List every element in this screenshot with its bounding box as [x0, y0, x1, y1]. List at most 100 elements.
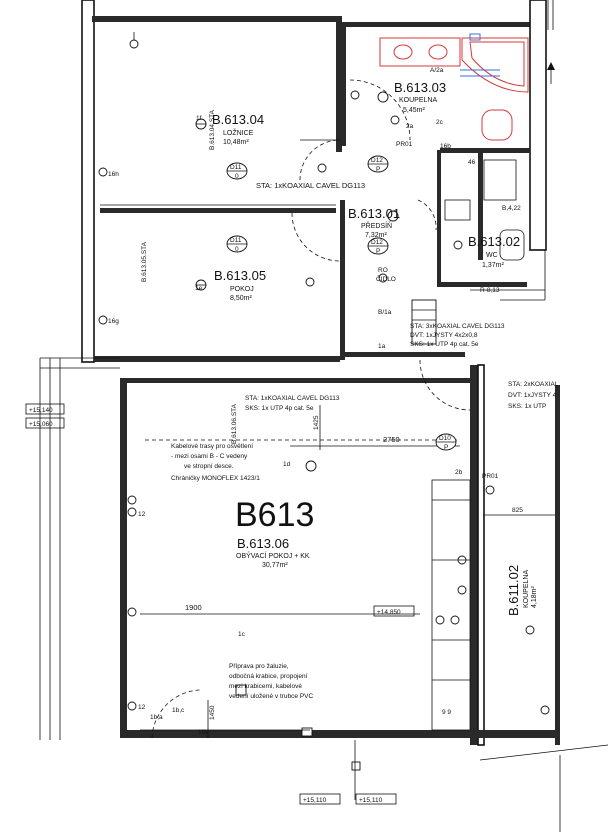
note-sta-right: STA: 2xKOAXIAL [508, 381, 559, 388]
tag-15e: 15e [198, 729, 209, 736]
note-cable-3: ve stropní desce. [184, 463, 234, 470]
room-name: POKOJ [230, 286, 254, 293]
switch-symbol [301, 727, 313, 737]
room-label-B.613.03: B.613.03 KOUPELNA 5,45m² [394, 80, 446, 114]
dim-1450: 1450 [209, 705, 216, 720]
room-code: B.613.01 [348, 206, 400, 221]
tag-pr01: PR01 [482, 473, 499, 480]
tag-12: 12 [138, 511, 146, 518]
tag-a2a: A/2a [430, 67, 444, 74]
room-code: B.613.02 [468, 234, 520, 249]
outlet-symbol [485, 485, 495, 495]
tag-1f: 1f [196, 115, 202, 122]
label-room-sta: B.613.04.STA [209, 109, 216, 150]
bath-fixtures [379, 33, 529, 261]
level-marker: +15,060 [25, 417, 65, 429]
outlet-symbol [390, 115, 400, 125]
electrical-symbols [98, 32, 555, 800]
note-sks-mid: SKS: 1x UTP 4p cat. 5e [410, 341, 479, 348]
room-area: 1,37m² [482, 262, 504, 269]
level-marker: +15,140 [25, 403, 65, 415]
svg-text:P: P [444, 444, 448, 451]
outlet-symbol [127, 495, 137, 505]
room-label-B.613.06: B613 B.613.06 OBÝVACÍ POKOJ + KK 30,77m² [235, 496, 314, 569]
svg-text:D10: D10 [439, 435, 451, 442]
note-dvt-right: DVT: 1xJYSTY 4 [508, 392, 557, 399]
svg-text:+15,140: +15,140 [29, 407, 53, 414]
svg-text:D11: D11 [230, 237, 242, 244]
room-name: WC [486, 252, 498, 259]
outlet-symbol [317, 163, 327, 173]
walls [39, 0, 608, 832]
note-sta-left: STA: 1xKOAXIAL CAVEL DG113 [245, 395, 340, 402]
room-area: 30,77m² [262, 562, 288, 569]
tag-2c: 2c [436, 119, 444, 126]
tag-2b: 2b [455, 469, 463, 476]
door-tag: D11 0 [226, 235, 248, 253]
note-blinds-1: Příprava pro žaluzie, [229, 663, 289, 670]
note-blinds-4: vedení uložené v trubce PVC [229, 693, 313, 700]
level-marker: +14,850 [373, 605, 415, 617]
switch-symbol [235, 684, 247, 696]
outlet-symbol [127, 607, 137, 617]
tag-1c: 1c [238, 631, 246, 638]
tag-2a: 2a [406, 123, 414, 130]
tag-1a: 1a [378, 343, 386, 350]
room-name: LOŽNICE [223, 128, 254, 137]
dim-825: 825 [512, 507, 523, 514]
tag-ro: RO [378, 267, 388, 274]
tag-sensor: ČIDLO [376, 274, 396, 283]
dim-1900: 1900 [185, 603, 202, 612]
outlet-symbol [450, 615, 460, 625]
room-code: B.613.05 [214, 268, 266, 283]
light-symbol [377, 91, 389, 103]
svg-text:+14,850: +14,850 [377, 609, 401, 616]
door-tag: D12 P [367, 155, 389, 173]
tag-16g: 16g [108, 318, 119, 325]
label-room-sta: B.613.05.STA [141, 241, 148, 282]
outlet-symbol [540, 705, 550, 715]
room-area: 5,45m² [403, 107, 425, 114]
room-name: OBÝVACÍ POKOJ + KK [236, 551, 310, 560]
room-code: B.611.02 [506, 565, 521, 616]
room-code: B.613.03 [394, 80, 446, 95]
apartment-code: B613 [235, 496, 314, 534]
doors [151, 79, 471, 739]
room-area: 7,32m² [365, 232, 387, 239]
dim-1425: 1425 [313, 415, 320, 430]
room-label-B.613.01: B.613.01 PŘEDSÍŇ 7,32m² [348, 206, 400, 239]
notes: STA: 1xKOAXIAL CAVEL DG113 STA: 3xKOAXIA… [141, 109, 559, 700]
outlet-symbol [453, 240, 463, 250]
tag-1d: 1d [283, 461, 291, 468]
note-sta-top: STA: 1xKOAXIAL CAVEL DG113 [256, 181, 365, 190]
svg-text:0: 0 [235, 173, 239, 180]
outlet-symbol [457, 585, 467, 595]
outlet-symbol [98, 167, 108, 177]
tag-12: 12 [138, 704, 146, 711]
tag-r813: R-8,13 [480, 287, 500, 294]
outlet-symbol [129, 32, 139, 49]
room-name: KOUPELNA [399, 97, 437, 104]
outlet-symbol [127, 701, 137, 711]
distribution-box [411, 299, 437, 345]
outlet-symbol [98, 315, 108, 325]
outlet-symbol [305, 277, 315, 287]
outlet-symbol [378, 273, 388, 283]
note-sks-right: SKS: 1x UTP [508, 403, 546, 410]
room-code: B.613.04 [212, 112, 264, 127]
kitchen-counter [431, 479, 471, 731]
note-dvt-mid: DVT: 1xJYSTY 4x2x0,8 [410, 332, 478, 339]
room-label-B.613.02: B.613.02 WC 1,37m² [468, 234, 520, 269]
svg-text:+15,110: +15,110 [359, 797, 383, 804]
light-symbol [387, 210, 399, 222]
tag-b1a: B/1a [378, 309, 392, 316]
note-cable-2: - mezi osami B - C vedeny [171, 453, 248, 460]
outlet-symbol [127, 507, 137, 517]
svg-text:P: P [376, 248, 380, 255]
svg-text:0: 0 [235, 246, 239, 253]
svg-text:P: P [376, 166, 380, 173]
tag-pr01: PR01 [396, 141, 413, 148]
label-room-sta: B.613.06.STA [231, 403, 238, 444]
svg-text:+15,110: +15,110 [303, 797, 327, 804]
